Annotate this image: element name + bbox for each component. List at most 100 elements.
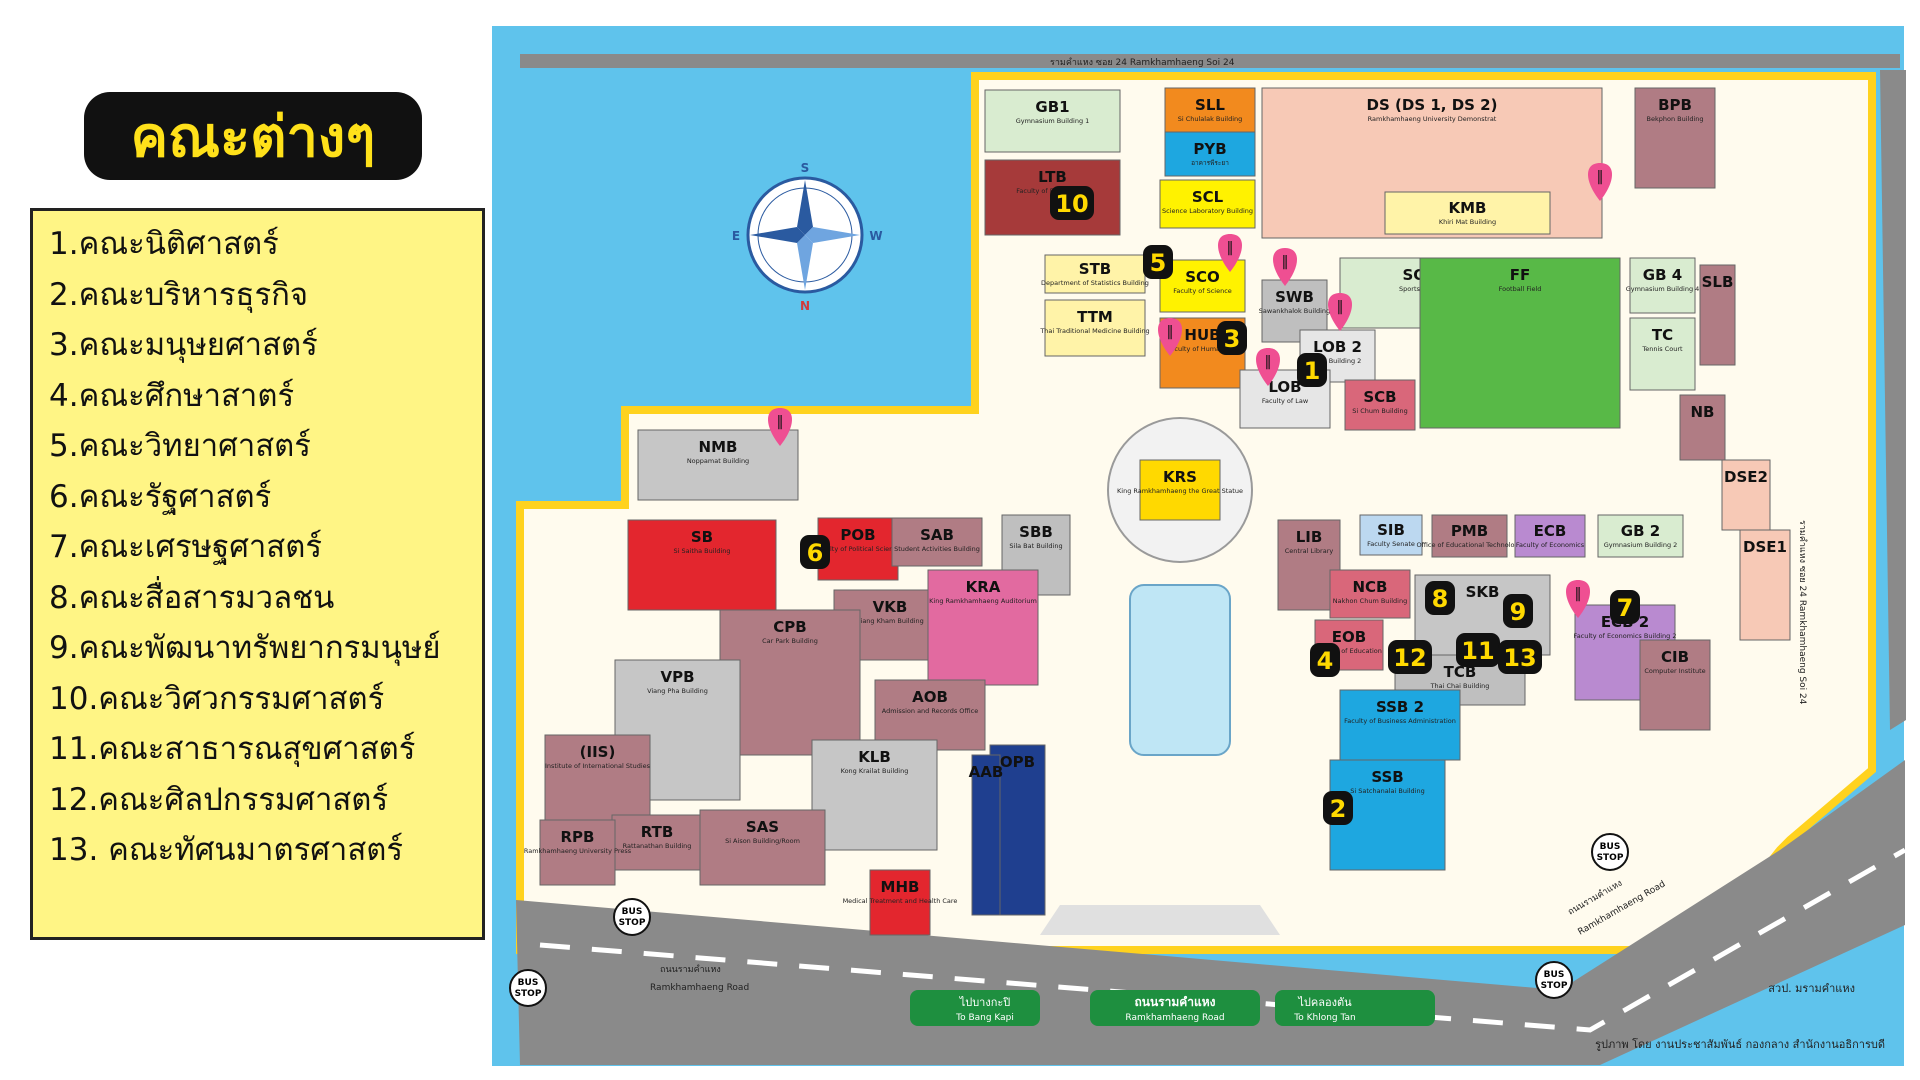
building-code: LOB	[1268, 378, 1301, 396]
building-dse1[interactable]: DSE1	[1739, 529, 1791, 641]
marker-number: 7	[1617, 594, 1634, 622]
building-name: Viang Pha Building	[647, 687, 708, 695]
faculty-marker-10[interactable]: 10	[1050, 186, 1094, 220]
svg-text:‖: ‖	[1337, 299, 1344, 315]
sign-right-th: ไปคลองตัน	[1297, 996, 1352, 1009]
building-code: KRA	[966, 578, 1001, 596]
building-shape	[627, 519, 777, 611]
cafeteria-pin-icon: ‖	[1588, 163, 1612, 201]
building-slb[interactable]: SLB	[1699, 264, 1736, 366]
building-name: Faculty of Education	[1316, 647, 1382, 655]
faculty-marker-8[interactable]: 8	[1425, 581, 1455, 615]
faculty-marker-3[interactable]: 3	[1217, 321, 1247, 355]
building-shape	[699, 809, 826, 886]
building-aab[interactable]: AAB	[969, 754, 1004, 916]
building-shape	[1597, 514, 1684, 558]
svg-text:‖: ‖	[777, 414, 784, 430]
building-name: Computer Institute	[1644, 667, 1705, 675]
building-shape	[1044, 254, 1146, 294]
building-shape	[544, 734, 651, 831]
building-dse2[interactable]: DSE2	[1721, 459, 1771, 531]
svg-text:STOP: STOP	[619, 918, 646, 928]
building-shape	[891, 517, 983, 567]
building-code: FF	[1510, 266, 1531, 284]
marker-badge	[1297, 353, 1327, 387]
marker-badge	[1456, 633, 1500, 667]
building-code: LTB	[1038, 168, 1067, 186]
marker-number: 9	[1510, 598, 1527, 626]
bus-stop-icon: BUS STOP	[1591, 833, 1629, 871]
marker-badge	[1323, 791, 1353, 825]
building--iis-[interactable]: (IIS)Institute of International Studies	[544, 734, 651, 831]
building-name: Ramkhamhaeng University Press	[524, 847, 632, 855]
faculty-marker-7[interactable]: 7	[1610, 590, 1640, 624]
faculty-marker-2[interactable]: 2	[1323, 791, 1353, 825]
building-code: CPB	[773, 618, 806, 636]
legend-item: 3.คณะมนุษยศาสตร์	[49, 327, 318, 363]
building-name: Faculty of Economics Building 2	[1574, 632, 1677, 640]
building-shape	[1384, 191, 1551, 235]
building-name: Office of Educational Technology	[1417, 541, 1523, 549]
compass-rose-icon: S N E W	[732, 161, 883, 313]
building-name: Faculty of Economics	[1516, 541, 1585, 549]
cafeteria-pin-icon: ‖	[1218, 234, 1242, 272]
building-shape	[1699, 264, 1736, 366]
faculty-marker-12[interactable]: 12	[1388, 640, 1432, 674]
sign-left-th: ไปบางกะปิ	[959, 996, 1011, 1009]
building-shape	[817, 517, 899, 581]
building-nb[interactable]: NB	[1679, 394, 1726, 461]
sign-to-bang-kapi: ไปบางกะปิ To Bang Kapi	[910, 990, 1040, 1026]
building-code: PYB	[1193, 140, 1226, 158]
faculty-marker-5[interactable]: 5	[1143, 245, 1173, 279]
faculty-marker-11[interactable]: 11	[1456, 633, 1500, 667]
building-name: Viang Kham Building	[856, 617, 924, 625]
faculty-marker-13[interactable]: 13	[1498, 640, 1542, 674]
building-name: Faculty of Humanities	[1167, 345, 1238, 353]
building-code: PMB	[1451, 522, 1488, 540]
faculty-marker-4[interactable]: 4	[1310, 643, 1340, 677]
faculty-marker-1[interactable]: 1	[1297, 353, 1327, 387]
building-shape	[927, 569, 1039, 686]
faculty-marker-6[interactable]: 6	[800, 535, 830, 569]
building-code: SSB 2	[1376, 698, 1424, 716]
building-shape	[984, 89, 1121, 153]
building-name: Thai Traditional Medicine Building	[1039, 327, 1149, 335]
right-road-soi24: รามคำแหง ซอย 24 Ramkhamhaeng Soi 24	[1797, 520, 1808, 705]
faculty-marker-9[interactable]: 9	[1503, 594, 1533, 628]
sign-center-road: ถนนรามคำแหง Ramkhamhaeng Road	[1090, 990, 1260, 1026]
